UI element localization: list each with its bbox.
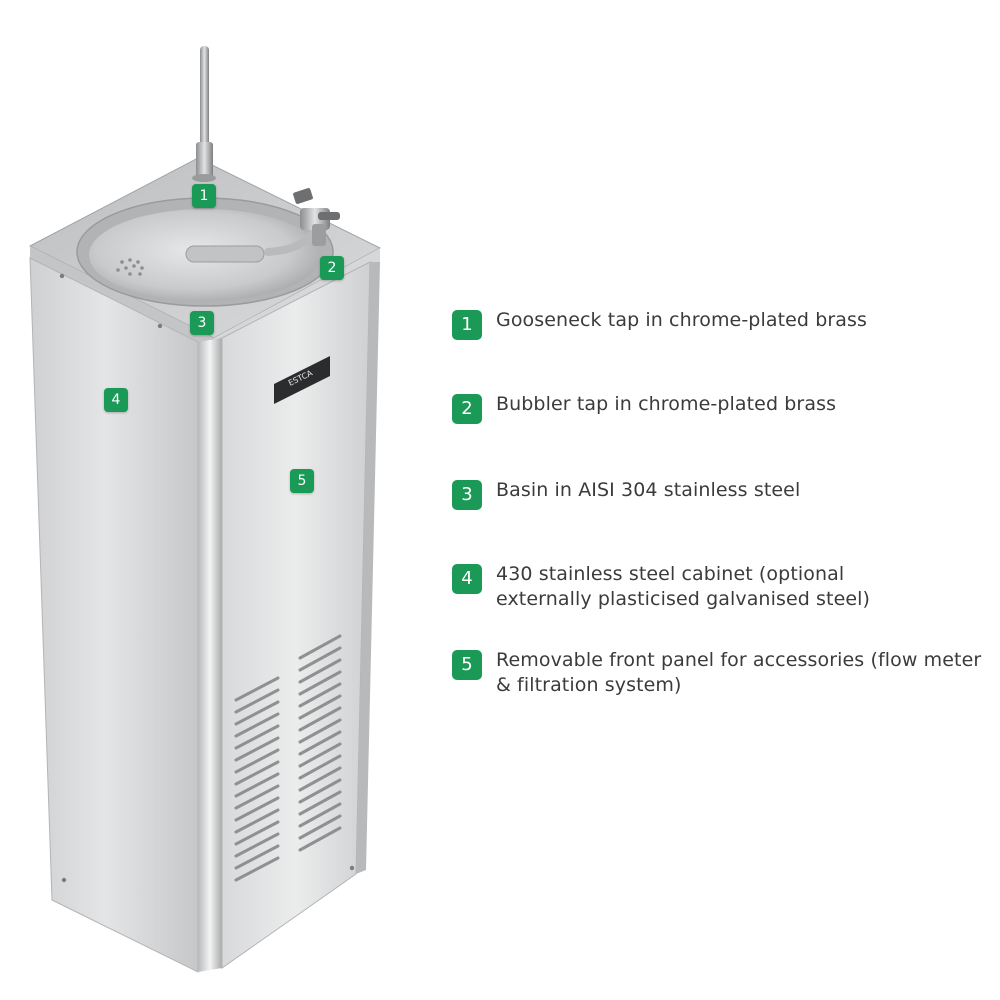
vent-right	[298, 634, 342, 852]
basin-slot	[185, 245, 265, 263]
gooseneck-base	[196, 142, 213, 178]
marker-1: 1	[192, 184, 216, 208]
legend-item-1: 1 Gooseneck tap in chrome-plated brass	[452, 308, 867, 340]
marker-3: 3	[190, 311, 214, 335]
drain-grate	[116, 258, 144, 276]
legend-text-4: 430 stainless steel cabinet (optional ex…	[496, 563, 871, 610]
bubbler-tap	[264, 188, 340, 256]
marker-4: 4	[104, 388, 128, 412]
legend-text-2: Bubbler tap in chrome-plated brass	[496, 393, 837, 415]
legend-text-1: Gooseneck tap in chrome-plated brass	[496, 309, 868, 331]
legend-badge-3: 3	[452, 480, 482, 510]
legend-badge-1: 1	[452, 310, 482, 340]
legend-item-2: 2 Bubbler tap in chrome-plated brass	[452, 392, 836, 424]
legend-badge-4: 4	[452, 564, 482, 594]
legend-item-5: 5 Removable front panel for accessories …	[452, 648, 986, 698]
legend-item-4: 4 430 stainless steel cabinet (optional …	[452, 562, 926, 612]
cabinet-rear-edge	[356, 262, 380, 874]
legend-badge-5: 5	[452, 650, 482, 680]
vent-left	[234, 676, 280, 882]
legend-text-3: Basin in AISI 304 stainless steel	[496, 479, 801, 501]
legend-badge-2: 2	[452, 394, 482, 424]
screw	[349, 865, 355, 871]
top-lip	[30, 246, 214, 350]
legend-text-5: Removable front panel for accessories (f…	[496, 649, 982, 696]
cabinet-left-face	[29, 257, 199, 973]
gooseneck-foot	[192, 174, 216, 182]
screw	[59, 273, 65, 279]
marker-2: 2	[320, 256, 344, 280]
marker-5: 5	[290, 469, 314, 493]
legend-item-3: 3 Basin in AISI 304 stainless steel	[452, 478, 800, 510]
screw	[61, 877, 67, 883]
cabinet-corner-edge	[198, 338, 222, 972]
screw	[157, 323, 163, 329]
